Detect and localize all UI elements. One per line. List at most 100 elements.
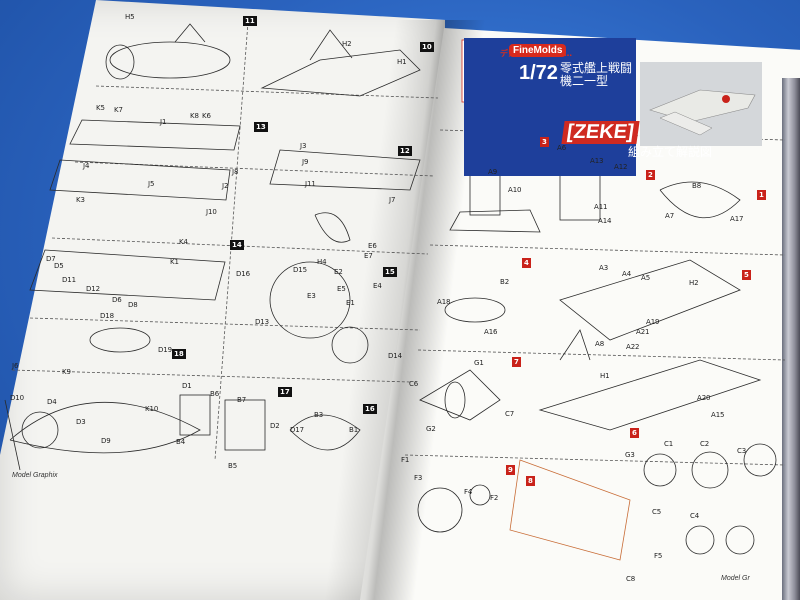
part-label: J11	[305, 180, 316, 188]
part-label: D3	[76, 418, 86, 426]
part-label: D15	[293, 266, 307, 274]
part-label: B2	[500, 278, 510, 286]
part-label: A18	[437, 298, 451, 306]
part-label: E2	[334, 268, 343, 276]
part-label: K5	[96, 104, 105, 112]
part-label: D12	[86, 285, 100, 293]
part-label: E7	[364, 252, 373, 260]
step-badge: 2	[646, 170, 655, 180]
part-label: D6	[112, 296, 122, 304]
brand-header	[464, 38, 636, 176]
part-label: J10	[206, 208, 217, 216]
part-label: H1	[600, 372, 610, 380]
part-label: H5	[125, 13, 135, 21]
part-label: A4	[622, 270, 632, 278]
part-label: A9	[488, 168, 498, 176]
part-label: A11	[594, 203, 608, 211]
part-label: B7	[237, 396, 247, 404]
part-label: G2	[426, 425, 436, 433]
step-badge: 3	[540, 137, 549, 147]
step-badge: 12	[398, 146, 412, 156]
part-label: K1	[170, 258, 179, 266]
part-label: A15	[711, 411, 725, 419]
part-label: D17	[290, 426, 304, 434]
part-label: A7	[665, 212, 675, 220]
part-label: D5	[54, 262, 64, 270]
part-label: D1	[182, 382, 192, 390]
part-label: J9	[302, 158, 309, 166]
part-label: C4	[690, 512, 700, 520]
step-badge: 18	[172, 349, 186, 359]
part-label: E5	[337, 285, 346, 293]
part-label: J5	[148, 180, 155, 188]
part-label: H2	[689, 279, 699, 287]
step-badge: 6	[630, 428, 639, 438]
part-label: D14	[388, 352, 402, 360]
part-label: D7	[46, 255, 56, 263]
part-label: A14	[598, 217, 612, 225]
step-badge: 4	[522, 258, 531, 268]
part-label: K8	[190, 112, 199, 120]
part-label: D18	[100, 312, 114, 320]
part-label: D9	[101, 437, 111, 445]
part-label: J2	[222, 182, 229, 190]
part-label: A16	[484, 328, 498, 336]
part-label: C2	[700, 440, 710, 448]
page-edge-strip	[782, 78, 800, 600]
part-label: E4	[373, 282, 382, 290]
part-label: G1	[474, 359, 484, 367]
part-label: H2	[342, 40, 352, 48]
part-label: F3	[414, 474, 423, 482]
step-badge: 16	[363, 404, 377, 414]
part-label: K4	[179, 238, 188, 246]
part-label: D2	[270, 422, 280, 430]
zeke-label: [ZEKE]	[561, 121, 640, 144]
part-label: A17	[730, 215, 744, 223]
part-label: E3	[307, 292, 316, 300]
step-badge: 5	[742, 270, 751, 280]
part-label: C5	[652, 508, 662, 516]
part-label: B1	[349, 426, 359, 434]
part-label: D4	[47, 398, 57, 406]
kit-title: 零式艦上戦闘機二一型	[560, 61, 633, 88]
step-badge: 11	[243, 16, 257, 26]
step-badge: 13	[254, 122, 268, 132]
part-label: B5	[228, 462, 238, 470]
part-label: D16	[236, 270, 250, 278]
part-label: K7	[114, 106, 123, 114]
part-label: C7	[505, 410, 515, 418]
part-label: A13	[590, 157, 604, 165]
part-label: H1	[397, 58, 407, 66]
part-label: A19	[646, 318, 660, 326]
part-label: D19	[158, 346, 172, 354]
part-label: E6	[368, 242, 377, 250]
step-badge: 9	[506, 465, 515, 475]
part-label: A3	[599, 264, 609, 272]
step-badge: 7	[512, 357, 521, 367]
part-label: A22	[626, 343, 640, 351]
part-label: H4	[317, 258, 327, 266]
part-label: A12	[614, 163, 628, 171]
part-label: J1	[160, 118, 167, 126]
part-label: A20	[697, 394, 711, 402]
part-label: A21	[636, 328, 650, 336]
part-label: E1	[346, 299, 355, 307]
part-label: B8	[692, 182, 702, 190]
part-label: C1	[664, 440, 674, 448]
part-label: K3	[76, 196, 85, 204]
part-label: D11	[62, 276, 76, 284]
step-badge: 17	[278, 387, 292, 397]
step-badge: 15	[383, 267, 397, 277]
part-label: J6	[12, 362, 19, 370]
part-label: A8	[595, 340, 605, 348]
part-label: K6	[202, 112, 211, 120]
part-label: F2	[490, 494, 499, 502]
part-label: J3	[300, 142, 307, 150]
part-label: C3	[737, 447, 747, 455]
step-badge: 14	[230, 240, 244, 250]
finemolds-logo: FineMolds	[509, 44, 567, 57]
part-label: F4	[464, 488, 473, 496]
step-badge: 10	[420, 42, 434, 52]
scale-label: 1/72	[519, 62, 558, 84]
